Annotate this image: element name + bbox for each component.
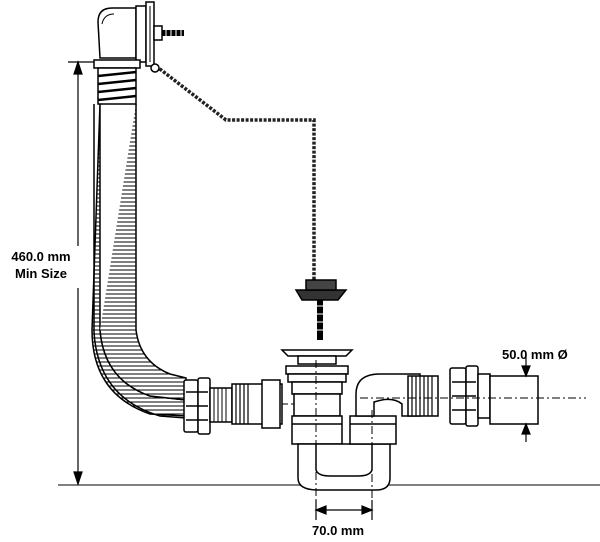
trap-bend	[297, 415, 397, 491]
left-connector	[231, 379, 300, 429]
trap-spacing-label: 70.0 mm	[312, 523, 365, 538]
spacing-dimension	[314, 500, 374, 520]
pipe-diameter-label: 50.0 mm Ø	[502, 347, 568, 362]
flexible-hose	[91, 103, 187, 419]
right-nut	[449, 365, 539, 427]
min-height-value: 460.0 mm	[11, 249, 71, 264]
left-nut	[183, 377, 233, 435]
outlet-elbow	[355, 373, 439, 417]
bath-plug	[294, 279, 348, 340]
diameter-dimension	[521, 356, 531, 442]
min-height-caption: Min Size	[14, 266, 67, 281]
center-lines	[315, 360, 586, 500]
min-height-label: 460.0 mm Min Size	[2, 248, 80, 282]
plug-chain	[154, 64, 316, 280]
waste-body	[280, 349, 354, 445]
overflow-collar	[93, 59, 141, 105]
height-dimension	[68, 60, 96, 486]
overflow-head	[97, 1, 184, 67]
